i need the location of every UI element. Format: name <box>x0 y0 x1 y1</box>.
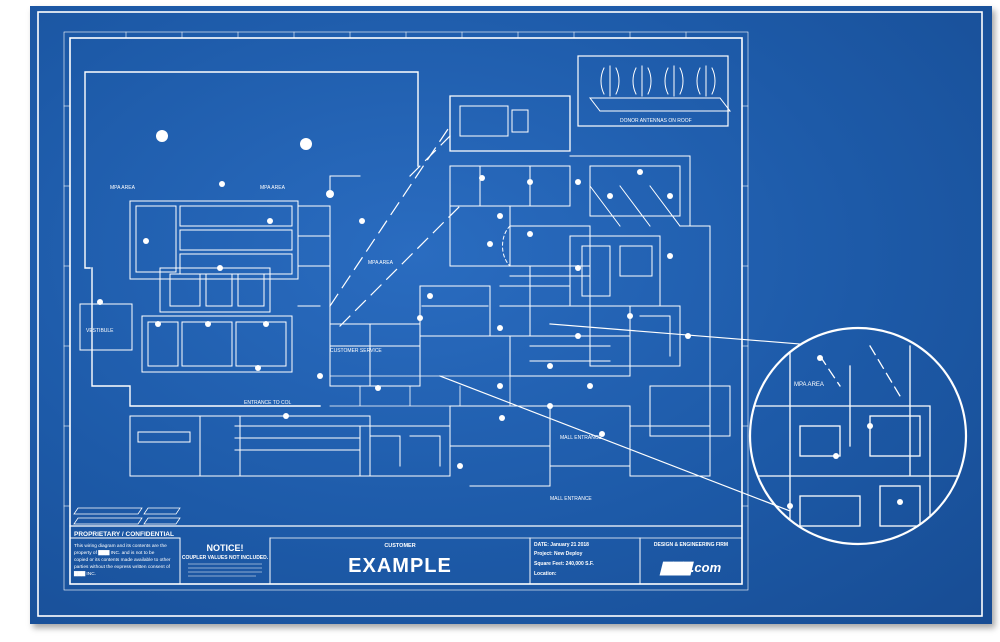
proprietary-line: ▇▇▇ INC. <box>73 571 96 577</box>
location: Location: <box>534 571 557 577</box>
coverage-antennas <box>97 130 903 509</box>
proprietary-line: parties without the express written cons… <box>74 564 171 570</box>
proprietary-heading: PROPRIETARY / CONFIDENTIAL <box>74 531 174 538</box>
room-labels: MPA AREA MPA AREA MPA AREA VESTIBULE CUS… <box>86 118 824 502</box>
room-label: ENTRANCE TO COL <box>244 400 292 406</box>
title-block-text: PROPRIETARY / CONFIDENTIAL This wiring d… <box>73 531 728 577</box>
left-wing-plan <box>79 71 419 477</box>
project-name: Project: New Deploy <box>534 551 583 557</box>
donor-antennas-label: DONOR ANTENNAS ON ROOF <box>620 118 692 124</box>
proprietary-line: property of ▇▇▇ INC. and is not to be <box>74 550 155 556</box>
donor-antenna-icon <box>600 65 716 97</box>
notice-sub: COUPLER VALUES NOT INCLUDED. <box>182 555 269 561</box>
zoom-callout <box>439 323 968 546</box>
firm-logo: ▇▇▇.com <box>659 560 722 576</box>
notice-fine-print <box>188 563 262 577</box>
room-label: MPA AREA <box>794 382 824 388</box>
grid-ticks <box>63 31 749 507</box>
blueprint-drawing: MPA AREA MPA AREA MPA AREA VESTIBULE CUS… <box>37 11 983 617</box>
room-label: MPA AREA <box>260 185 286 191</box>
middle-plan <box>329 95 731 487</box>
proprietary-line: copied or its contents made available to… <box>74 557 171 563</box>
firm-label: DESIGN & ENGINEERING FIRM <box>654 542 728 548</box>
cable-routes <box>329 125 461 327</box>
blueprint-sheet: MPA AREA MPA AREA MPA AREA VESTIBULE CUS… <box>30 6 992 624</box>
room-label: MALL ENTRANCE <box>550 496 592 502</box>
room-label: CUSTOMER SERVICE <box>330 348 382 354</box>
title-block <box>69 507 743 585</box>
proprietary-line: This wiring diagram and its contents are… <box>74 543 167 549</box>
customer-name: EXAMPLE <box>348 555 452 577</box>
donor-antennas-box <box>577 55 732 127</box>
outer-frame <box>37 11 983 617</box>
room-label: MALL ENTRANCE <box>560 435 602 441</box>
room-label: VESTIBULE <box>86 328 114 334</box>
room-label: MPA AREA <box>110 185 136 191</box>
drawing-border-outer <box>63 31 749 591</box>
customer-label: CUSTOMER <box>384 543 415 549</box>
square-feet: Square Feet: 240,000 S.F. <box>534 561 594 567</box>
drawing-date: DATE: January 21 2018 <box>534 542 589 548</box>
room-label: MPA AREA <box>368 260 394 266</box>
notice-heading: NOTICE! <box>207 543 244 553</box>
